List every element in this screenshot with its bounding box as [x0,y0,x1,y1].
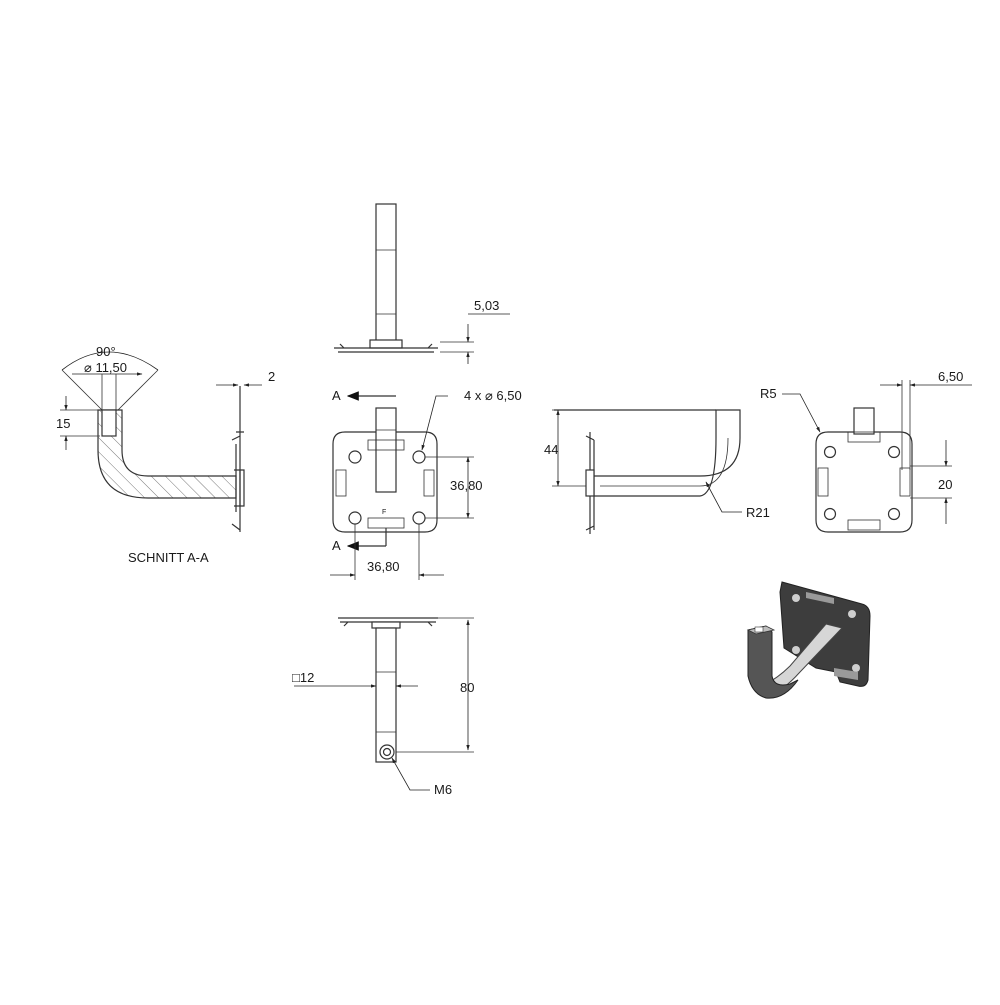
top-view-arm [375,203,397,343]
hole-bottom-left [348,511,362,525]
diameter-label: ⌀ 11,50 [84,360,127,375]
section-marker-bottom: A [332,538,341,553]
depth-label: 15 [56,416,70,431]
section-plate [231,386,245,532]
back-plate [815,431,913,533]
section-bore [101,409,117,437]
back-stub [853,407,875,435]
height-label: 44 [544,442,558,457]
thread-hole-outer [379,744,395,760]
square-label: □12 [292,670,314,685]
corner-radius-label: R5 [760,386,777,401]
top-thickness-label: 5,03 [474,298,499,313]
section-title: SCHNITT A-A [128,550,209,565]
side-view: 44 R21 [544,409,770,534]
section-marker-top: A [332,388,341,403]
section-view: 90° ⌀ 11,50 15 2 SCHNITT A-A [56,344,275,565]
section-body [97,409,237,499]
holes-label: 4 x ⌀ 6,50 [464,388,522,403]
plate-thickness-label: 2 [268,369,275,384]
length-label: 80 [460,680,474,695]
side-hook [594,409,741,497]
thread-hole-inner [382,747,392,757]
vertical-spacing-label: 36,80 [450,478,483,493]
front-plate [332,431,438,533]
angle-label: 90° [96,344,116,359]
iso-hook [747,625,799,699]
angle-arc [61,351,159,371]
back-view: R5 6,50 20 [760,369,972,533]
bottom-view: 80 □12 M6 [292,617,474,797]
horizontal-spacing-label: 36,80 [367,559,400,574]
hole-top-right [412,450,426,464]
bottom-arm [375,627,397,763]
plate-letter: F [382,509,386,516]
bend-radius-label: R21 [746,505,770,520]
top-view: 5,03 [334,203,510,364]
isometric-view [746,581,871,699]
front-view: F A A 4 x ⌀ 6,50 36,80 36,80 [330,388,522,580]
hole-bottom-right [412,511,426,525]
hole-top-left [348,450,362,464]
spacing-label: 20 [938,477,952,492]
thread-label: M6 [434,782,452,797]
offset-label: 6,50 [938,369,963,384]
